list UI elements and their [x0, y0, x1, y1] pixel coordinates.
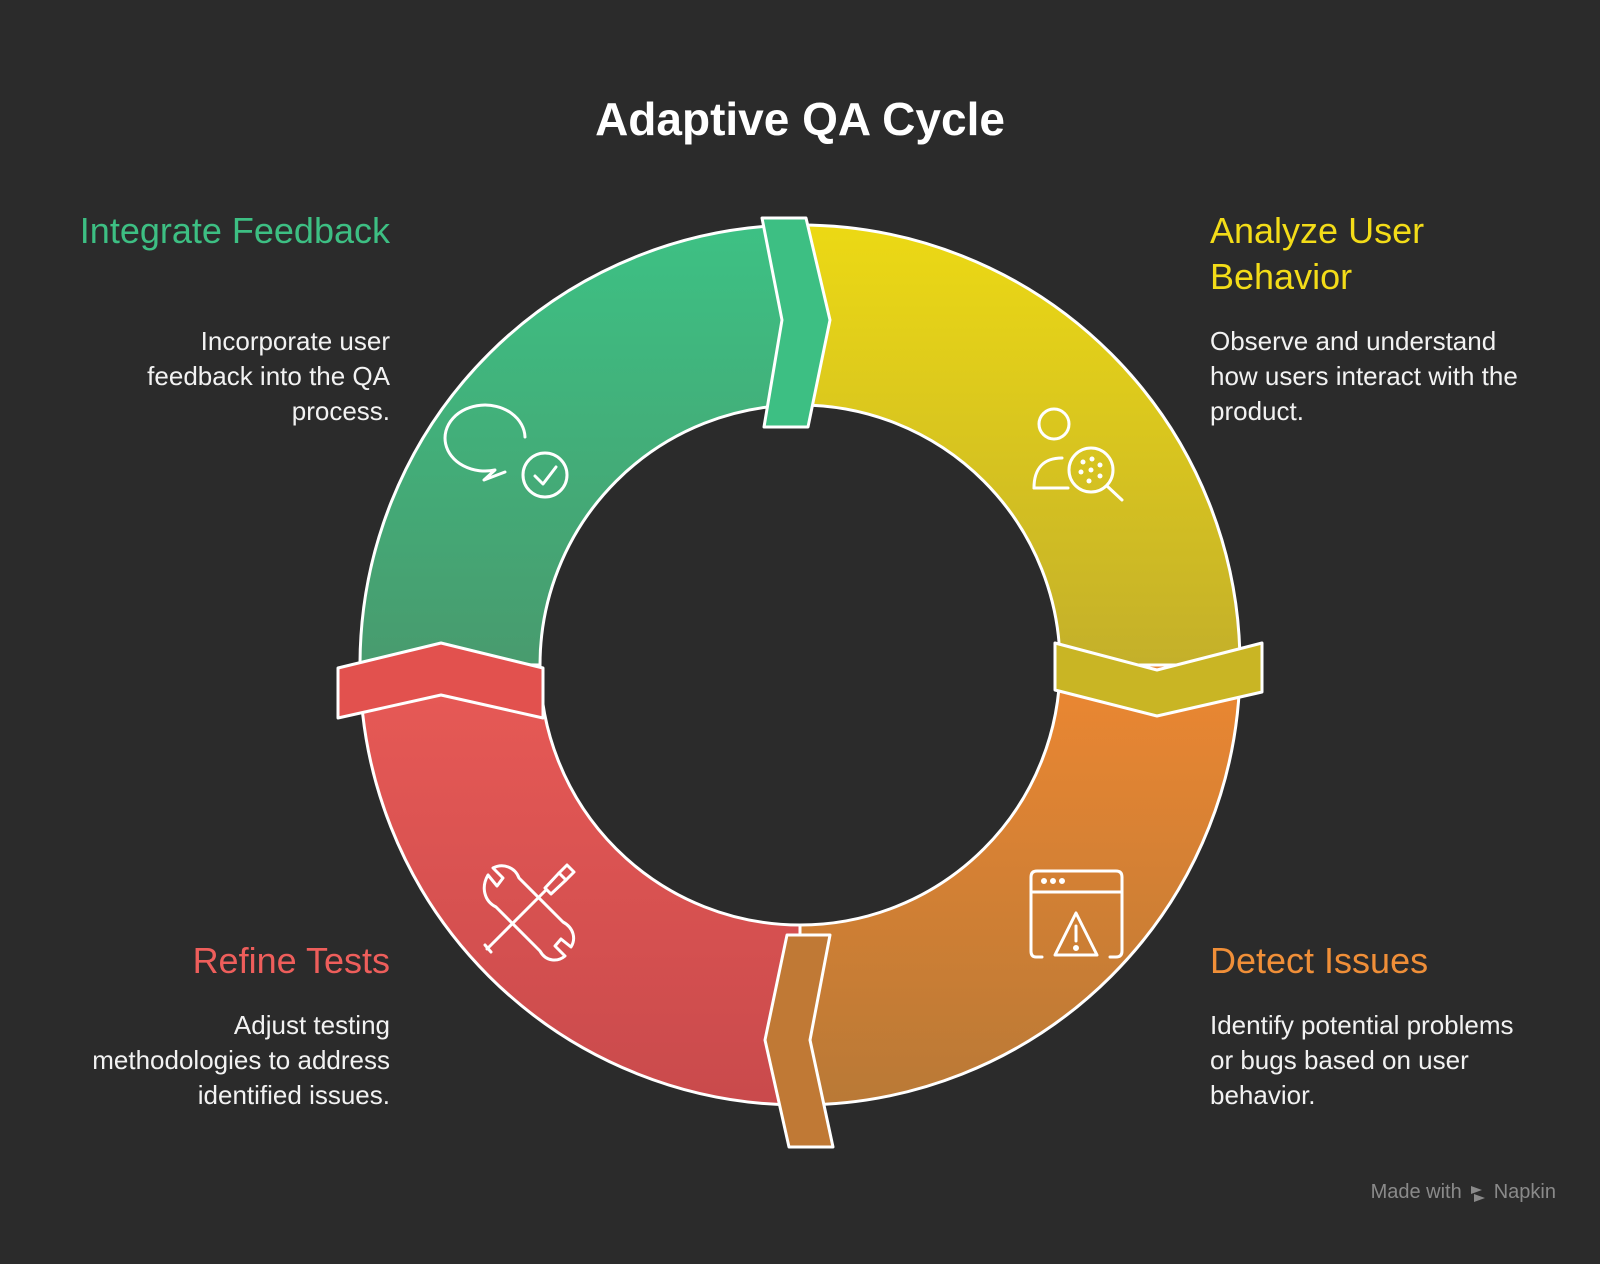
made-with-text: Made with: [1370, 1181, 1462, 1203]
step-title-integrate-feedback: Integrate Feedback: [79, 210, 390, 251]
segment-analyze-user-behavior: [798, 223, 1242, 667]
step-title-analyze-user-behavior: Analyze User Behavior: [1210, 210, 1425, 297]
segment-refine-tests: [358, 663, 802, 1107]
user-search-icon: [1032, 407, 1124, 502]
step-title-detect-issues: Detect Issues: [1210, 940, 1429, 981]
segment-detect-issues: [798, 663, 1242, 1107]
tools-icon: [482, 863, 576, 962]
napkin-brand-text: Napkin: [1493, 1181, 1556, 1203]
arrow-connector-top: [760, 216, 832, 429]
segment-integrate-feedback: [358, 223, 802, 667]
arrow-connector-right: [1053, 641, 1264, 718]
browser-warning-icon: [1029, 869, 1124, 959]
napkin-logo-icon: [1470, 1185, 1485, 1202]
arrow-connector-bottom: [763, 933, 835, 1149]
step-description-integrate-feedback: Incorporate user feedback into the QA pr…: [147, 326, 390, 426]
arrow-connector-left: [336, 641, 545, 720]
step-title-refine-tests: Refine Tests: [192, 940, 390, 981]
step-description-detect-issues: Identify potential problems or bugs base…: [1210, 1010, 1514, 1110]
chat-check-icon: [443, 403, 569, 499]
step-description-analyze-user-behavior: Observe and understand how users interac…: [1210, 326, 1518, 426]
step-description-refine-tests: Adjust testing methodologies to address …: [92, 1010, 390, 1110]
footer-credit: Made with Napkin: [1371, 1181, 1556, 1204]
diagram-title: Adaptive QA Cycle: [595, 93, 1005, 145]
